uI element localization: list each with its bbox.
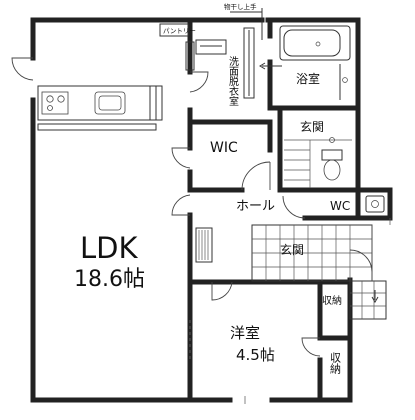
storage-small-label: 収納 [322, 294, 342, 307]
pantry-label: パントリー [163, 27, 196, 35]
drying-pole-leader [230, 8, 263, 40]
stove-icon [41, 91, 69, 115]
entrance-tiles [251, 218, 391, 320]
bath-arrow-icon [259, 62, 282, 70]
toilet-icon [321, 137, 343, 181]
western-room-label: 洋室 [230, 324, 260, 342]
washroom-label: 洗面脱衣室 [227, 56, 239, 106]
ldk-label: LDK [80, 231, 138, 265]
ldk-size-label: 18.6帖 [74, 267, 145, 292]
wc-label: WC [330, 199, 350, 213]
storage-large-label: 収納 [329, 352, 342, 375]
entrance-stairs [284, 139, 352, 188]
kitchen-counter [37, 85, 157, 131]
interior-walls [187, 17, 393, 403]
entrance-upper-label: 玄関 [300, 119, 324, 134]
wc-sink-icon [365, 195, 385, 213]
western-room-size-label: 4.5帖 [236, 346, 275, 364]
sink-icon [94, 91, 126, 115]
bath-label: 浴室 [296, 71, 320, 86]
bathtub-icon [279, 25, 351, 100]
entrance-arrow-icon [371, 290, 379, 303]
hall-label: ホール [236, 199, 275, 214]
entrance-lower-label: 玄関 [280, 242, 304, 257]
door-swings [11, 57, 373, 357]
drying-pole-label: 物干し上手 [224, 2, 257, 11]
wic-label: WIC [210, 140, 238, 156]
washroom-fixtures [243, 27, 255, 99]
pantry-shelf [159, 23, 227, 71]
fridge-icon [149, 85, 163, 121]
ceiling-lines [189, 320, 246, 404]
shoe-cabinet [195, 227, 213, 263]
